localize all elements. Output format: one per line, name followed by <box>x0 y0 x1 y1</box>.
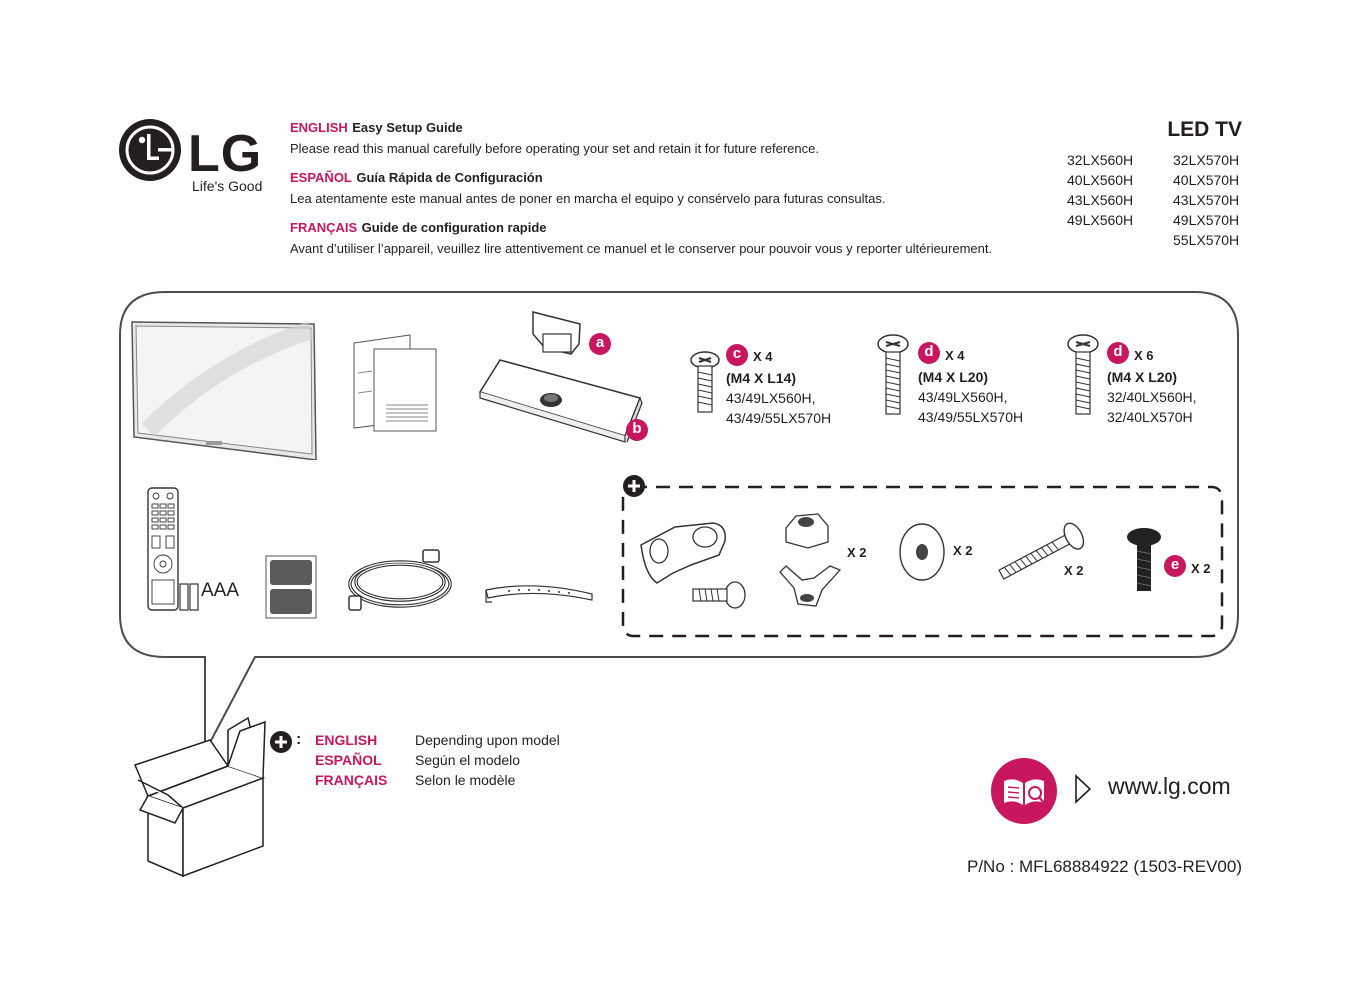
battery-label: AAA <box>201 580 240 601</box>
screw-c-model: 43/49LX560H, <box>726 390 816 406</box>
model-item: 32LX560H <box>1067 152 1134 168</box>
lang-title: Guía Rápida de Configuración <box>356 170 543 185</box>
screw-e-icon <box>1127 528 1161 591</box>
manuals-icon <box>353 334 437 432</box>
lang-text: Avant d’utiliser l’appareil, veuillez li… <box>290 241 993 256</box>
lang-title: Easy Setup Guide <box>352 120 463 135</box>
stand-illustration <box>478 311 643 443</box>
lang-text: Lea atentamente este manual antes de pon… <box>290 191 886 206</box>
book-icon <box>991 758 1057 824</box>
screw-c-icon <box>690 351 720 413</box>
screw-c-qty: X 4 <box>753 349 773 364</box>
screw-d2-size: (M4 X L20) <box>1107 369 1178 385</box>
legend-row: FRANÇAIS Selon le modèle <box>315 770 560 790</box>
screw-d-qty: X 4 <box>945 348 965 363</box>
legend-text: Según el modelo <box>415 752 521 768</box>
slogan: Life's Good <box>192 178 263 194</box>
screw-d2-qty: X 6 <box>1134 348 1154 363</box>
model-item: 49LX570H <box>1173 212 1240 228</box>
lang-label: ENGLISH <box>290 120 348 135</box>
box-icon <box>133 716 266 878</box>
legend-row: ESPAÑOL Según el modelo <box>315 750 560 770</box>
play-arrow-icon <box>1075 774 1092 804</box>
lang-label: FRANÇAIS <box>290 220 358 235</box>
screw-c-model: 43/49/55LX570H <box>726 410 832 426</box>
lg-logo-icon <box>119 119 181 181</box>
legend-colon: : <box>296 731 302 748</box>
legend-lang: FRANÇAIS <box>315 772 388 788</box>
language-block-spanish: ESPAÑOL Guía Rápida de Configuración Lea… <box>290 169 1060 206</box>
screw-d2-model: 32/40LX570H <box>1107 409 1193 425</box>
model-item: 32LX570H <box>1173 152 1240 168</box>
model-item: 40LX560H <box>1067 172 1134 188</box>
website-link[interactable]: www.lg.com <box>1108 773 1231 799</box>
cable-holder-icon <box>640 522 746 609</box>
screw-d-size: (M4 X L20) <box>918 369 989 385</box>
bolt-icon <box>998 522 1085 580</box>
screw-c-size: (M4 X L14) <box>726 370 797 386</box>
nut-qty: X 2 <box>847 545 867 560</box>
model-list-right: 32LX570H 40LX570H 43LX570H 49LX570H 55LX… <box>1173 150 1239 250</box>
language-block-french: FRANÇAIS Guide de configuration rapide A… <box>290 219 1060 256</box>
model-item: 43LX570H <box>1173 192 1240 208</box>
part-label-b: b <box>626 419 648 441</box>
screw-d2-icon <box>1067 334 1099 415</box>
screw-d-spec: (M4 X L20) 43/49LX560H, 43/49/55LX570H <box>918 367 1023 427</box>
model-item: 49LX560H <box>1067 212 1134 228</box>
part-label-d: d <box>1107 342 1129 364</box>
part-label-e: e <box>1164 555 1186 577</box>
model-item: 55LX570H <box>1173 232 1240 248</box>
part-label-d: d <box>918 342 940 364</box>
screw-c-spec: (M4 X L14) 43/49LX560H, 43/49/55LX570H <box>726 368 831 428</box>
legend: ENGLISH Depending upon model ESPAÑOL Seg… <box>315 730 560 790</box>
lg-logo: LG Life's Good <box>118 118 278 198</box>
part-label-a: a <box>589 333 611 355</box>
legend-lang: ESPAÑOL <box>315 752 382 768</box>
washer-icon <box>899 523 945 581</box>
lang-text: Please read this manual carefully before… <box>290 141 819 156</box>
bolt-qty: X 2 <box>1064 563 1084 578</box>
part-number: P/No : MFL68884922 (1503-REV00) <box>967 857 1242 876</box>
logo-wordmark: LG <box>188 125 263 183</box>
screw-d-model: 43/49LX560H, <box>918 389 1008 405</box>
legend-text: Depending upon model <box>415 732 560 748</box>
washer-qty: X 2 <box>953 543 973 558</box>
lang-title: Guide de configuration rapide <box>361 220 547 235</box>
cable-tie-icon <box>485 585 593 603</box>
model-item: 43LX560H <box>1067 192 1134 208</box>
screw-d2-spec: (M4 X L20) 32/40LX560H, 32/40LX570H <box>1107 367 1197 427</box>
screw-d2-model: 32/40LX560H, <box>1107 389 1197 405</box>
battery-icon <box>179 583 199 611</box>
screw-d-model: 43/49/55LX570H <box>918 409 1024 425</box>
part-label-c: c <box>726 344 748 366</box>
plus-icon <box>623 475 645 497</box>
legend-text: Selon le modèle <box>415 772 516 788</box>
product-title: LED TV <box>1167 118 1242 141</box>
model-list-left: 32LX560H 40LX560H 43LX560H 49LX560H <box>1067 150 1133 230</box>
plus-icon <box>270 731 292 753</box>
screw-e-qty: X 2 <box>1191 561 1211 576</box>
screw-d-icon <box>877 334 909 415</box>
remote-control-icon <box>147 487 179 611</box>
power-cord-icon <box>348 549 452 611</box>
legend-row: ENGLISH Depending upon model <box>315 730 560 750</box>
nut-icon <box>779 513 842 607</box>
tv-illustration <box>131 321 317 460</box>
legend-lang: ENGLISH <box>315 732 378 748</box>
ferrite-core-icon <box>265 555 317 619</box>
model-item: 40LX570H <box>1173 172 1240 188</box>
language-block-english: ENGLISH Easy Setup Guide Please read thi… <box>290 119 1060 156</box>
lang-label: ESPAÑOL <box>290 170 352 185</box>
